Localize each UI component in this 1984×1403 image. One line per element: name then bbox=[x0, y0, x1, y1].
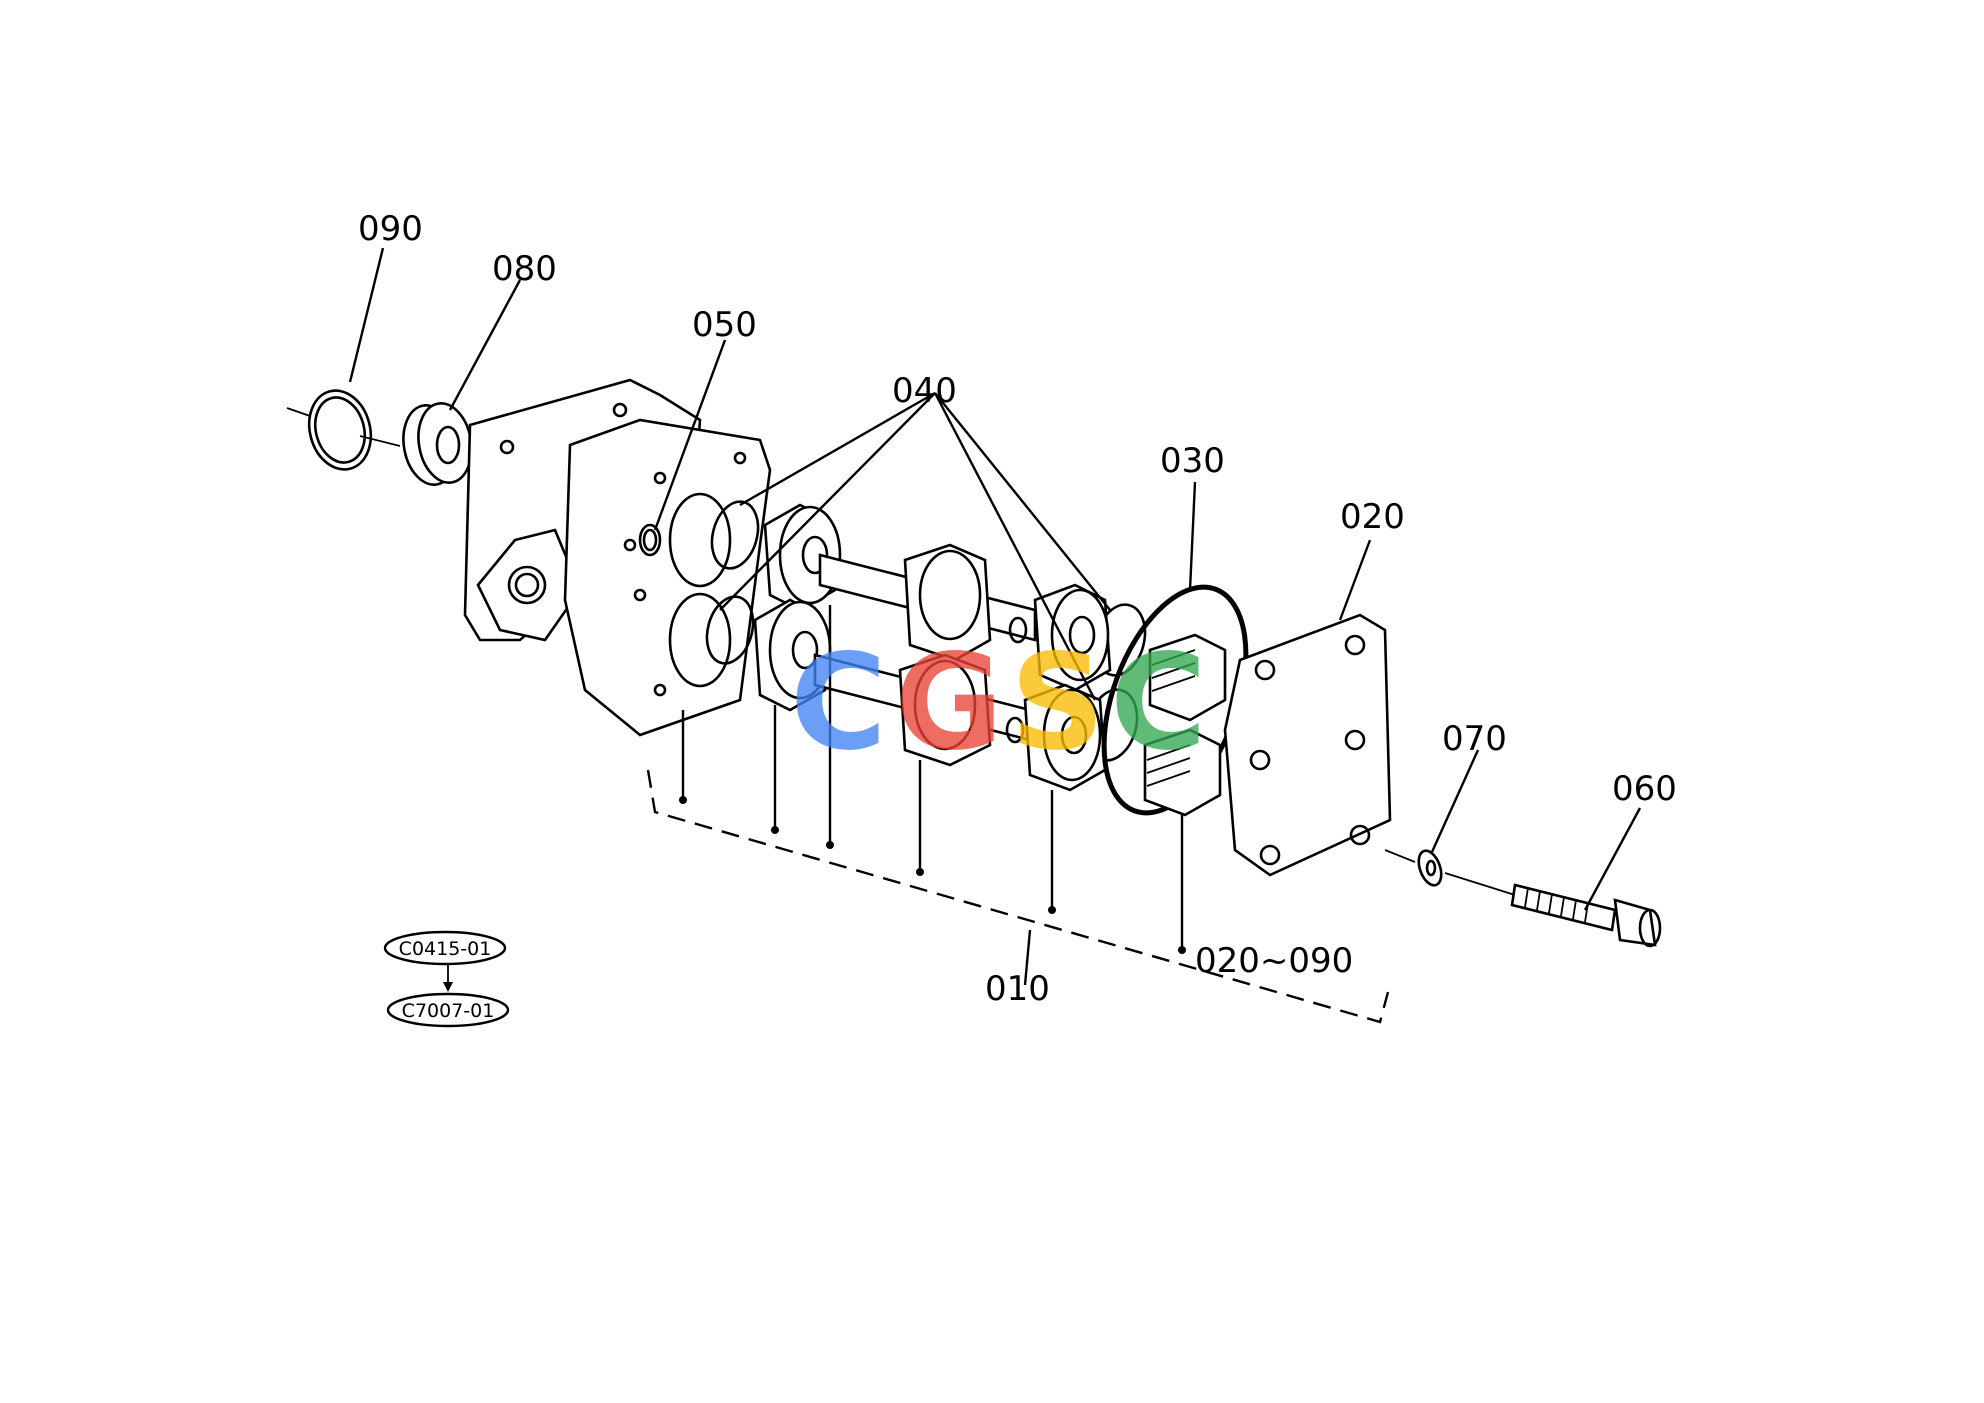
ref-top-oval bbox=[383, 930, 507, 966]
ref-bottom-oval bbox=[386, 992, 510, 1028]
reference-codes: C0415-01 C7007-01 bbox=[383, 930, 510, 1028]
small-o-ring-050 bbox=[638, 523, 662, 557]
callout-020: 020 bbox=[1340, 497, 1405, 537]
callout-040: 040 bbox=[892, 371, 957, 411]
callout-080: 080 bbox=[492, 249, 557, 289]
oil-seal-080 bbox=[402, 402, 473, 486]
cover-bosses bbox=[1143, 633, 1227, 817]
watermark: C G S C bbox=[790, 626, 1207, 780]
watermark-letter-4: C bbox=[1110, 626, 1207, 780]
washer-070 bbox=[1384, 849, 1516, 896]
snap-ring-090 bbox=[286, 389, 401, 471]
callout-070: 070 bbox=[1442, 719, 1507, 759]
callout-range-020-090: 020~090 bbox=[1195, 941, 1353, 981]
watermark-letter-2: G bbox=[895, 626, 1003, 780]
leader-lines bbox=[348, 247, 1642, 911]
callout-050: 050 bbox=[692, 305, 757, 345]
rear-bushings bbox=[1023, 583, 1112, 792]
callout-010: 010 bbox=[985, 969, 1050, 1009]
ref-code-top: C0415-01 bbox=[399, 938, 492, 960]
arrow-down-icon bbox=[443, 965, 453, 992]
rear-cover-020 bbox=[1223, 613, 1392, 877]
ref-code-bottom: C7007-01 bbox=[402, 1000, 495, 1022]
assembly-bracket-010 bbox=[646, 605, 1390, 1024]
watermark-letter-1: C bbox=[790, 626, 887, 780]
pump-body bbox=[563, 418, 772, 737]
callout-060: 060 bbox=[1612, 769, 1677, 809]
front-bushings bbox=[753, 503, 842, 712]
callout-030: 030 bbox=[1160, 441, 1225, 481]
callout-090: 090 bbox=[358, 209, 423, 249]
bolt-060 bbox=[1510, 883, 1662, 948]
callout-labels: 090 080 050 040 030 020 070 060 010 020~… bbox=[358, 209, 1677, 1009]
watermark-letter-3: S bbox=[1010, 626, 1105, 780]
gear-shafts bbox=[813, 543, 1037, 767]
